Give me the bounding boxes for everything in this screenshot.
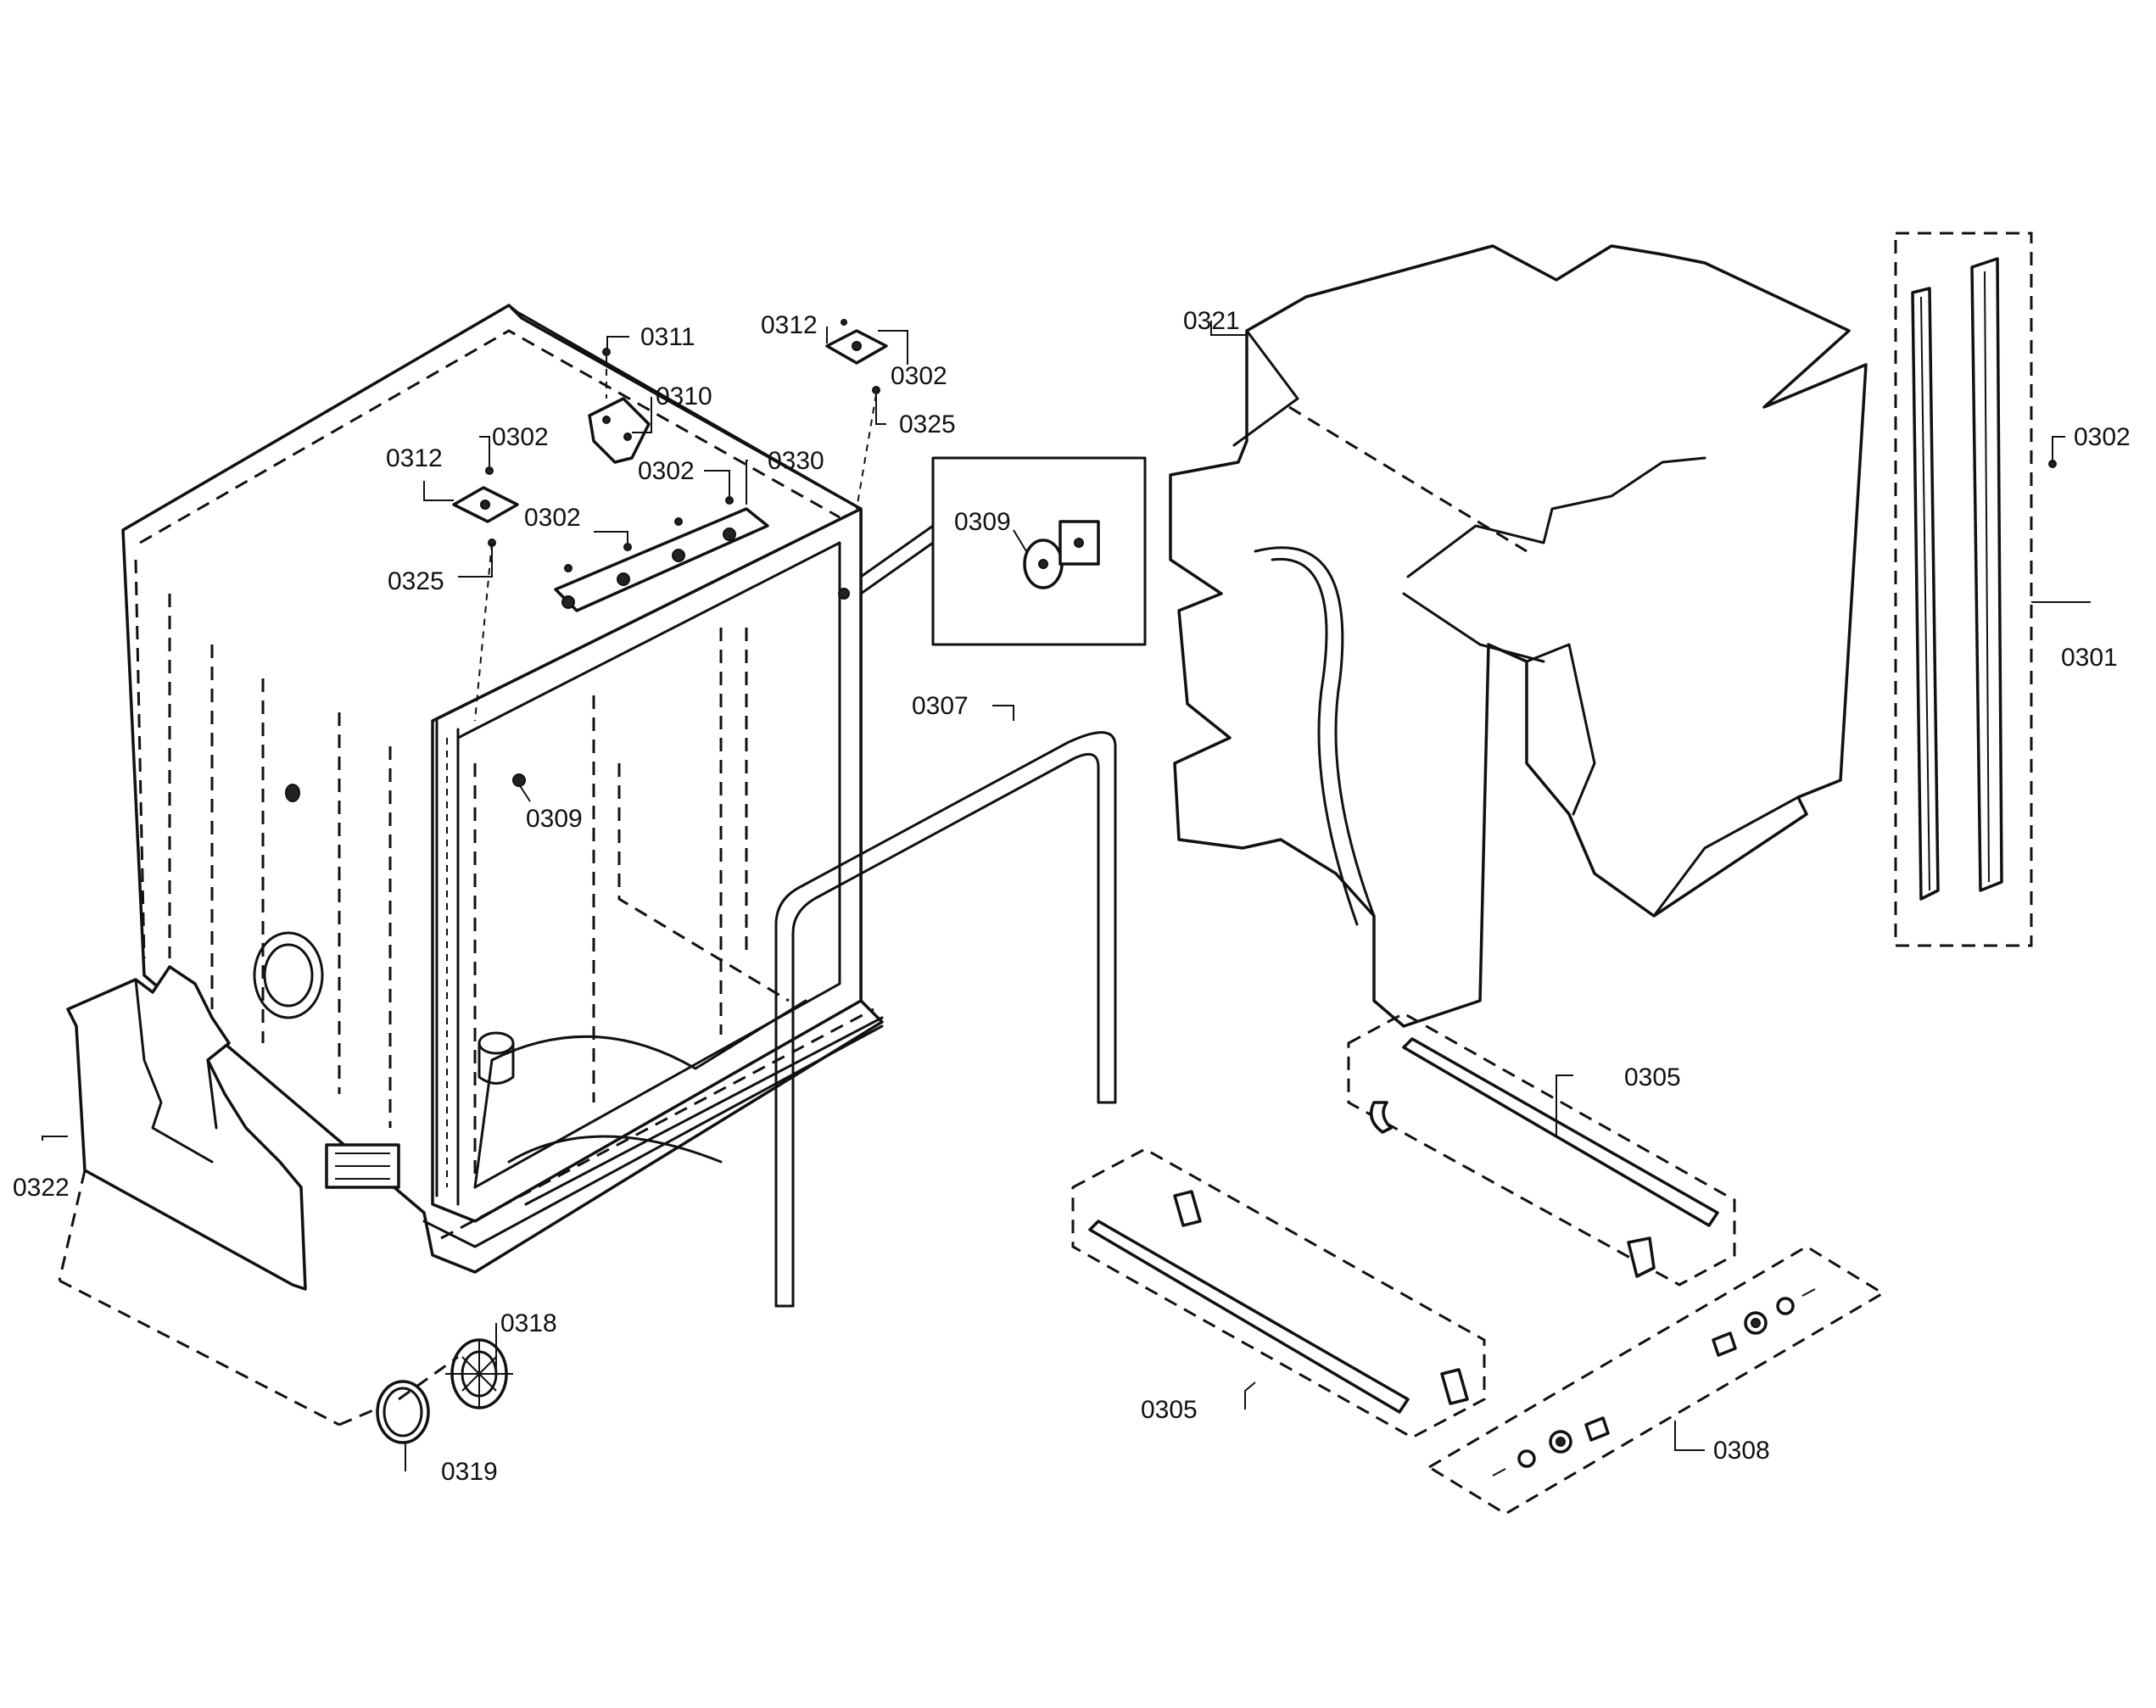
rail-0305-lower [1071, 1147, 1486, 1439]
callout-0310: 0310 [656, 382, 712, 410]
callout-0318: 0318 [500, 1309, 557, 1337]
hardware-kit-0308 [1427, 1245, 1885, 1515]
callout-0309-inset: 0309 [954, 508, 1011, 536]
callout-0302-bracket: 0302 [638, 457, 695, 485]
callout-0302-left: 0302 [492, 423, 549, 451]
door-gasket-0307 [774, 731, 1117, 1308]
inset-0309 [859, 456, 1147, 646]
callout-0319: 0319 [441, 1458, 498, 1486]
callout-0302-trim: 0302 [2074, 423, 2131, 451]
callout-0308: 0308 [1713, 1437, 1770, 1465]
callout-labels: 0311 0310 0312 0302 0325 0302 0302 0330 … [13, 307, 2131, 1486]
callout-0325-left: 0325 [388, 567, 444, 595]
callout-0321: 0321 [1183, 307, 1240, 335]
callout-0307: 0307 [912, 692, 969, 720]
callout-0309-tub: 0309 [526, 805, 583, 833]
callout-0312-right: 0312 [761, 311, 818, 339]
filter-cap-0318-0319 [376, 1338, 513, 1444]
side-shield-0322 [58, 965, 399, 1426]
leader-lines [42, 321, 2091, 1471]
top-bracket-parts [452, 319, 888, 722]
callout-0301: 0301 [2061, 644, 2118, 672]
callout-0305-upper: 0305 [1624, 1063, 1681, 1091]
insulation-blanket-0321 [1169, 244, 1868, 1028]
callout-0325-right: 0325 [899, 410, 956, 438]
callout-0302-center: 0302 [524, 504, 581, 532]
callout-0330: 0330 [768, 447, 824, 475]
callout-0302-right: 0302 [891, 362, 947, 390]
side-trim-0301 [1894, 232, 2057, 947]
callout-0305-lower: 0305 [1141, 1396, 1198, 1424]
callout-0312-left: 0312 [386, 444, 443, 472]
rail-0305-upper [1347, 1012, 1736, 1287]
callout-0311: 0311 [640, 323, 695, 351]
callout-0322: 0322 [13, 1174, 70, 1202]
